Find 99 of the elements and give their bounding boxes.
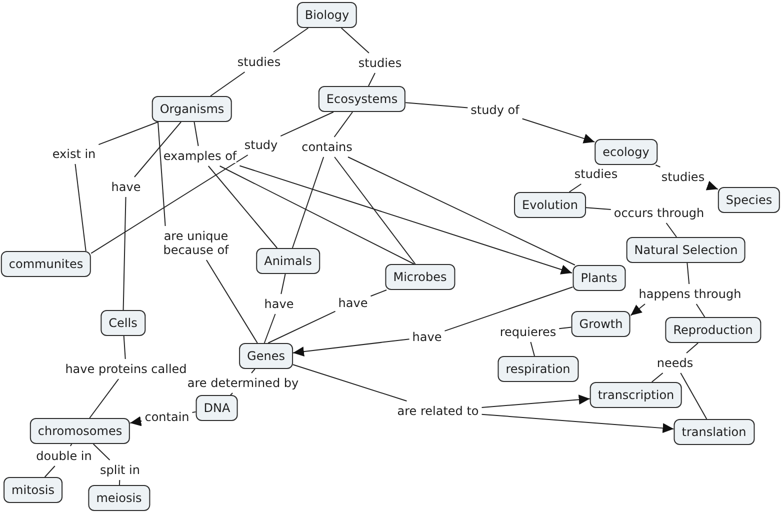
linking-phrase: are related to xyxy=(397,404,479,418)
connector-line xyxy=(348,156,576,266)
connector-line xyxy=(90,154,248,254)
connector-line xyxy=(370,290,387,297)
connector-line xyxy=(686,342,699,354)
arrow xyxy=(481,394,590,408)
connector-line xyxy=(158,122,166,226)
arrow xyxy=(522,118,596,144)
connector-line xyxy=(280,112,334,137)
linking-phrase: have xyxy=(264,297,294,311)
connector-line xyxy=(98,122,158,146)
connector-line xyxy=(655,164,661,168)
linking-phrase: double in xyxy=(36,449,92,463)
arrow xyxy=(130,416,142,426)
concept-box: Species xyxy=(718,187,780,213)
connector-line xyxy=(292,364,408,402)
connector-line xyxy=(568,184,582,192)
linking-phrase: contains xyxy=(302,140,352,154)
connector-line xyxy=(558,326,572,330)
connector-line xyxy=(585,207,612,210)
linking-phrase: studies xyxy=(574,167,618,181)
connector-line xyxy=(264,314,276,344)
concept-box: Animals xyxy=(256,248,320,274)
concept-box: Reproduction xyxy=(665,317,761,343)
connector-line xyxy=(122,196,126,310)
connector-line xyxy=(206,260,258,344)
concept-box: Cells xyxy=(100,310,146,336)
connector-line xyxy=(44,466,56,478)
connector-line xyxy=(696,304,706,318)
connector-line xyxy=(334,156,416,264)
concept-box: Genes xyxy=(239,343,293,369)
connector-line xyxy=(123,336,126,360)
linking-phrase: examples of xyxy=(163,149,237,163)
linking-phrase: exist in xyxy=(52,147,96,161)
connector-line xyxy=(368,72,376,86)
concept-box: translation xyxy=(674,419,754,445)
concept-box: ecology xyxy=(594,139,658,165)
linking-phrase: study xyxy=(244,138,278,152)
linking-phrase: studies xyxy=(661,170,705,184)
connector-line xyxy=(208,166,278,248)
connector-line xyxy=(219,166,415,264)
concept-box: DNA xyxy=(196,395,238,421)
connector-line xyxy=(251,368,256,374)
concept-box: Plants xyxy=(572,265,626,291)
connector-line xyxy=(280,274,286,294)
connector-line xyxy=(340,28,370,54)
connector-line xyxy=(292,156,324,248)
linking-phrase: studies xyxy=(237,55,281,69)
arrow xyxy=(239,165,572,274)
connector-line xyxy=(194,122,199,146)
concept-box: Growth xyxy=(571,311,631,337)
concept-box: transcription xyxy=(590,382,682,408)
connector-line xyxy=(210,72,246,96)
concept-box: Ecosystems xyxy=(318,86,406,112)
linking-phrase: split in xyxy=(100,463,140,477)
connector-line xyxy=(530,342,535,356)
linking-phrase: have xyxy=(111,180,141,194)
linking-phrase: contain xyxy=(144,410,190,424)
linking-phrase: are determined by xyxy=(187,376,299,390)
connector-line xyxy=(651,372,664,382)
linking-phrase: study of xyxy=(470,103,520,117)
arrow xyxy=(292,338,410,356)
concept-box: Microbes xyxy=(385,264,455,290)
linking-phrase: requieres xyxy=(500,325,556,339)
arrow xyxy=(481,414,674,434)
connector-line xyxy=(405,102,468,108)
concept-box: mitosis xyxy=(4,477,62,503)
connector-line xyxy=(92,444,110,460)
linking-phrase: have xyxy=(412,330,442,344)
connector-line xyxy=(268,310,336,344)
connector-line xyxy=(686,262,690,284)
concept-box: chromosomes xyxy=(30,418,130,444)
concept-box: Evolution xyxy=(514,192,586,218)
concept-box: Biology xyxy=(296,2,358,28)
concept-box: Organisms xyxy=(152,96,232,122)
connector-line xyxy=(74,164,86,252)
connector-line xyxy=(230,392,234,396)
connector-line xyxy=(134,122,182,178)
connector-line xyxy=(89,378,120,418)
linking-phrase: needs xyxy=(656,356,694,370)
concept-box: respiration xyxy=(498,356,578,382)
linking-phrase: have proteins called xyxy=(65,362,187,376)
linking-phrase: occurs through xyxy=(614,206,704,220)
connector-line xyxy=(70,444,72,446)
linking-phrase: have xyxy=(338,296,368,310)
concept-box: meiosis xyxy=(88,485,150,511)
arrow xyxy=(630,304,646,316)
arrow xyxy=(706,180,718,190)
linking-phrase: happens through xyxy=(638,287,742,301)
connector-line xyxy=(334,112,354,138)
connector-line xyxy=(192,411,196,413)
connector-line xyxy=(444,286,574,332)
linking-phrase: studies xyxy=(358,56,402,70)
connector-line xyxy=(680,372,708,420)
connector-line xyxy=(118,480,120,486)
concept-box: Natural Selection xyxy=(626,237,746,263)
connector-line xyxy=(666,222,678,238)
connector-line xyxy=(272,28,309,52)
concept-box: communites xyxy=(0,251,92,277)
